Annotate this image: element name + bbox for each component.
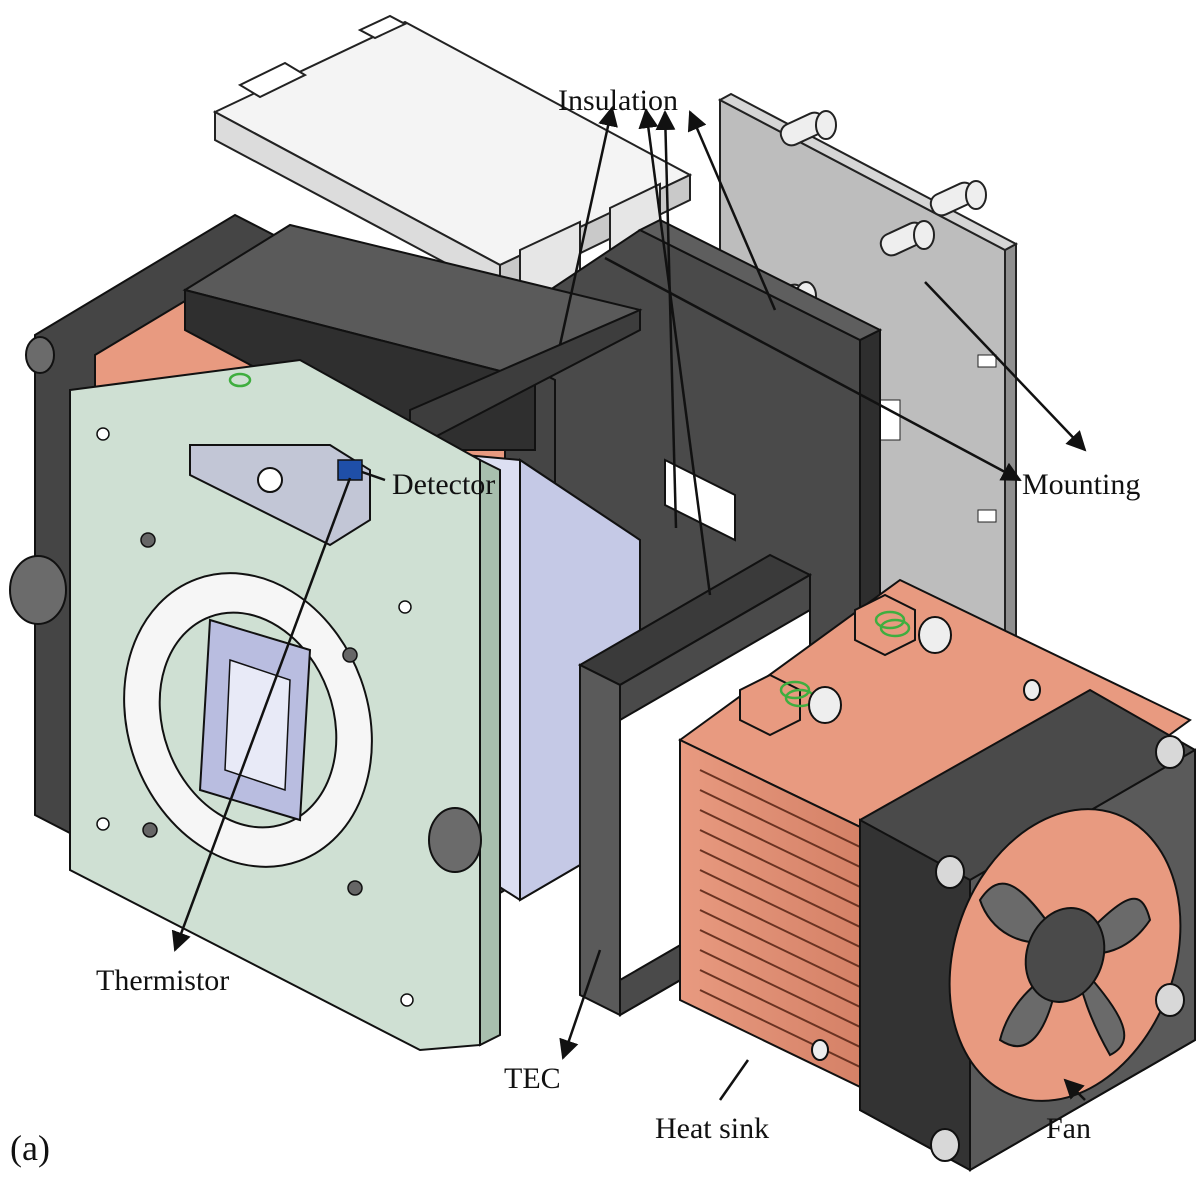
leader-lines — [171, 106, 1087, 1101]
front-green-plate — [69, 358, 501, 1052]
springs — [228, 372, 911, 708]
thermistor-chip — [337, 459, 363, 481]
label-fan: Fan — [1046, 1112, 1091, 1145]
fan-screws — [930, 735, 1185, 1162]
label-thermistor: Thermistor — [96, 964, 230, 997]
label-heat-sink: Heat sink — [655, 1112, 770, 1145]
label-insulation: Insulation — [558, 84, 678, 117]
top-insulation-slab — [182, 223, 643, 452]
panel-label: (a) — [10, 1128, 50, 1168]
label-detector: Detector — [392, 468, 496, 501]
label-tec: TEC — [504, 1062, 561, 1095]
fan — [811, 679, 1196, 1172]
label-mounting: Mounting — [1022, 468, 1141, 501]
side-knobs — [9, 336, 482, 873]
